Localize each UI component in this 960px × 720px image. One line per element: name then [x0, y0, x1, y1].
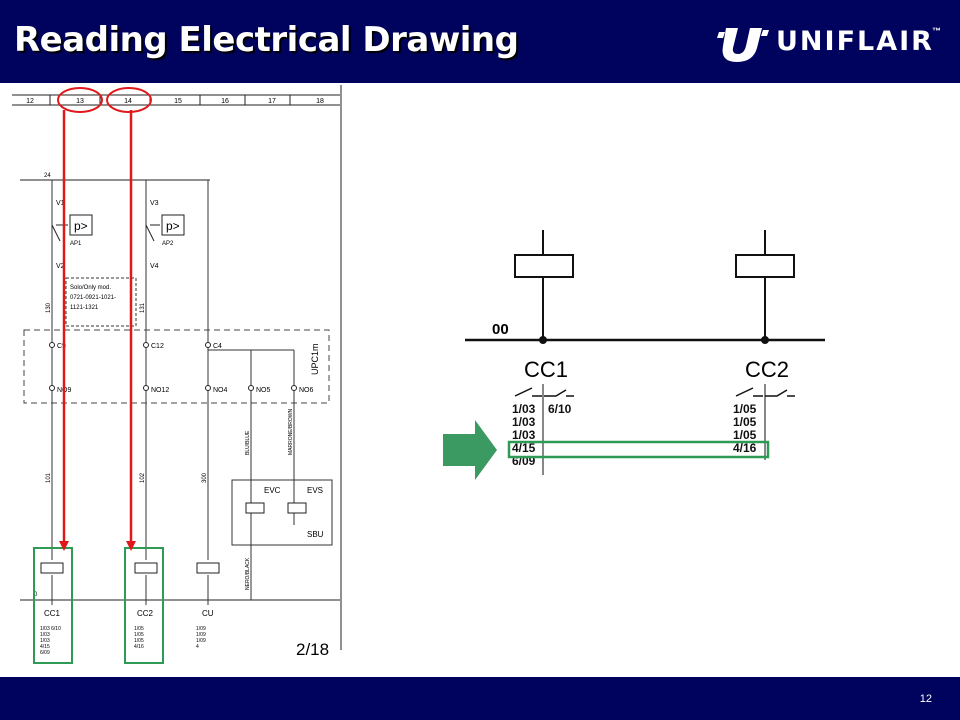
title-bar: Reading Electrical Drawing UNIFLAIR ™ [0, 0, 960, 83]
wire-0-label: 0 [34, 592, 38, 598]
svg-text:1/03 6/10: 1/03 6/10 [40, 626, 61, 632]
uniflair-logo: UNIFLAIR ™ [716, 24, 956, 62]
svg-text:4/16: 4/16 [134, 644, 144, 650]
coil-cc2: CC2 [134, 562, 158, 618]
pressure-switch-ap1: p> AP1 [51, 214, 93, 247]
column-number: 12 [26, 98, 34, 105]
svg-text:AP1: AP1 [70, 241, 82, 247]
uniflair-logo-mark-icon [717, 28, 769, 62]
wire-number: 300 [202, 472, 208, 483]
svg-text:NO4: NO4 [213, 387, 228, 394]
svg-text:1/09: 1/09 [196, 638, 206, 644]
wire-color: NERO/BLACK [245, 557, 251, 590]
controller-box [23, 329, 330, 404]
column-number: 13 [76, 98, 84, 105]
column-ruler: 12 13 14 15 16 17 18 [12, 94, 340, 106]
svg-text:C4: C4 [213, 343, 222, 350]
conductors [51, 180, 295, 605]
zoom-ref: 4/16 [733, 441, 757, 455]
wire-130-label: 130 [46, 302, 52, 313]
svg-text:C12: C12 [151, 343, 164, 350]
brand-name: UNIFLAIR [776, 26, 934, 57]
svg-text:6/09: 6/09 [40, 650, 50, 656]
zoom-ref: 1/03 [512, 415, 536, 429]
highlighted-ref-row [507, 440, 770, 459]
switch-label: V3 [150, 200, 159, 207]
zoom-ref: 6/10 [548, 402, 572, 416]
zoom-wire-label: 00 [492, 321, 509, 338]
svg-text:1/03: 1/03 [40, 638, 50, 644]
column-14-callout [106, 87, 152, 113]
svg-text:NO5: NO5 [256, 387, 271, 394]
wire-number: 101 [46, 472, 52, 483]
zoom-ref: 1/05 [733, 402, 757, 416]
column-13-callout [57, 87, 103, 113]
pointer-arrow-icon [443, 420, 497, 480]
svg-text:CC2: CC2 [137, 609, 154, 618]
column-number: 16 [221, 98, 229, 105]
wire-131-label: 131 [140, 302, 146, 313]
zoom-coil-cc2 [735, 254, 795, 278]
zoom-ref: 1/05 [733, 428, 757, 442]
wire-number: 102 [140, 472, 146, 483]
coil-cu: CU [196, 562, 220, 618]
svg-text:EVC: EVC [264, 486, 281, 495]
solenoid-valves: EVC EVS SBU [231, 479, 333, 546]
contact-refs: 1/03 6/10 1/03 1/03 4/15 6/09 1/05 1/05 … [40, 626, 206, 656]
svg-text:1/05: 1/05 [134, 638, 144, 644]
svg-text:0721-0921-1021-: 0721-0921-1021- [70, 295, 116, 301]
wire-color: MARRONE/BROWN [288, 409, 294, 456]
svg-text:p>: p> [74, 219, 88, 233]
zoom-coil-name: CC1 [524, 357, 568, 382]
svg-text:1/05: 1/05 [134, 632, 144, 638]
zoom-ref: 1/03 [512, 402, 536, 416]
switch-label: V1 [56, 200, 65, 207]
column-number: 17 [268, 98, 276, 105]
svg-text:4/15: 4/15 [40, 644, 50, 650]
zoom-ref: 1/03 [512, 428, 536, 442]
pressure-switch-ap2: p> AP2 [145, 214, 185, 247]
page-number: 12 [919, 693, 932, 705]
svg-text:SBU: SBU [307, 530, 324, 539]
svg-text:1/09: 1/09 [196, 626, 206, 632]
column-number: 18 [316, 98, 324, 105]
svg-text:1121-1321: 1121-1321 [70, 305, 99, 311]
schematic-page-ref: 2/18 [296, 640, 330, 659]
switch-label: V2 [56, 263, 65, 270]
svg-text:1/09: 1/09 [196, 632, 206, 638]
svg-text:p>: p> [166, 219, 180, 233]
svg-text:NO12: NO12 [151, 387, 169, 394]
zoom-ref: 1/05 [733, 415, 757, 429]
svg-text:AP2: AP2 [162, 241, 174, 247]
column-number: 15 [174, 98, 182, 105]
zoom-coil-cc1 [514, 254, 574, 278]
svg-text:NO6: NO6 [299, 387, 314, 394]
footer-bar: 12 [0, 677, 960, 720]
coil-cc1: CC1 [40, 562, 64, 618]
switch-label: V4 [150, 263, 159, 270]
svg-text:CU: CU [202, 609, 214, 618]
svg-text:CC1: CC1 [44, 609, 61, 618]
zoom-coil-name: CC2 [745, 357, 789, 382]
controller-terminals: C9 C12 C4 NO9 NO12 NO4 NO5 NO6 [57, 343, 314, 394]
svg-text:EVS: EVS [307, 486, 323, 495]
controller-name: UPC1m [310, 343, 320, 375]
svg-text:4: 4 [196, 644, 199, 650]
svg-text:Solo/Only mod.: Solo/Only mod. [70, 285, 111, 291]
zoom-ref: 4/15 [512, 441, 536, 455]
svg-text:C9: C9 [57, 343, 66, 350]
column-number: 14 [124, 98, 132, 105]
trademark-symbol: ™ [932, 26, 941, 36]
electrical-schematic: 12 13 14 15 16 17 18 24 0 p> AP1 p> AP2 … [12, 85, 342, 664]
coil-zoom-detail: 00 CC1 CC2 1/03 6/10 1/03 1/03 4/15 6/09… [443, 230, 825, 480]
svg-text:1/03: 1/03 [40, 632, 50, 638]
wire-color: BLU/BLUE [245, 430, 251, 455]
svg-text:1/05: 1/05 [134, 626, 144, 632]
cc2-highlight-box [124, 547, 164, 664]
model-note: Solo/Only mod. 0721-0921-1021- 1121-1321 [65, 277, 137, 327]
slide-title: Reading Electrical Drawing [14, 20, 519, 60]
wire-24-label: 24 [44, 173, 51, 179]
cc1-highlight-box [33, 547, 73, 664]
